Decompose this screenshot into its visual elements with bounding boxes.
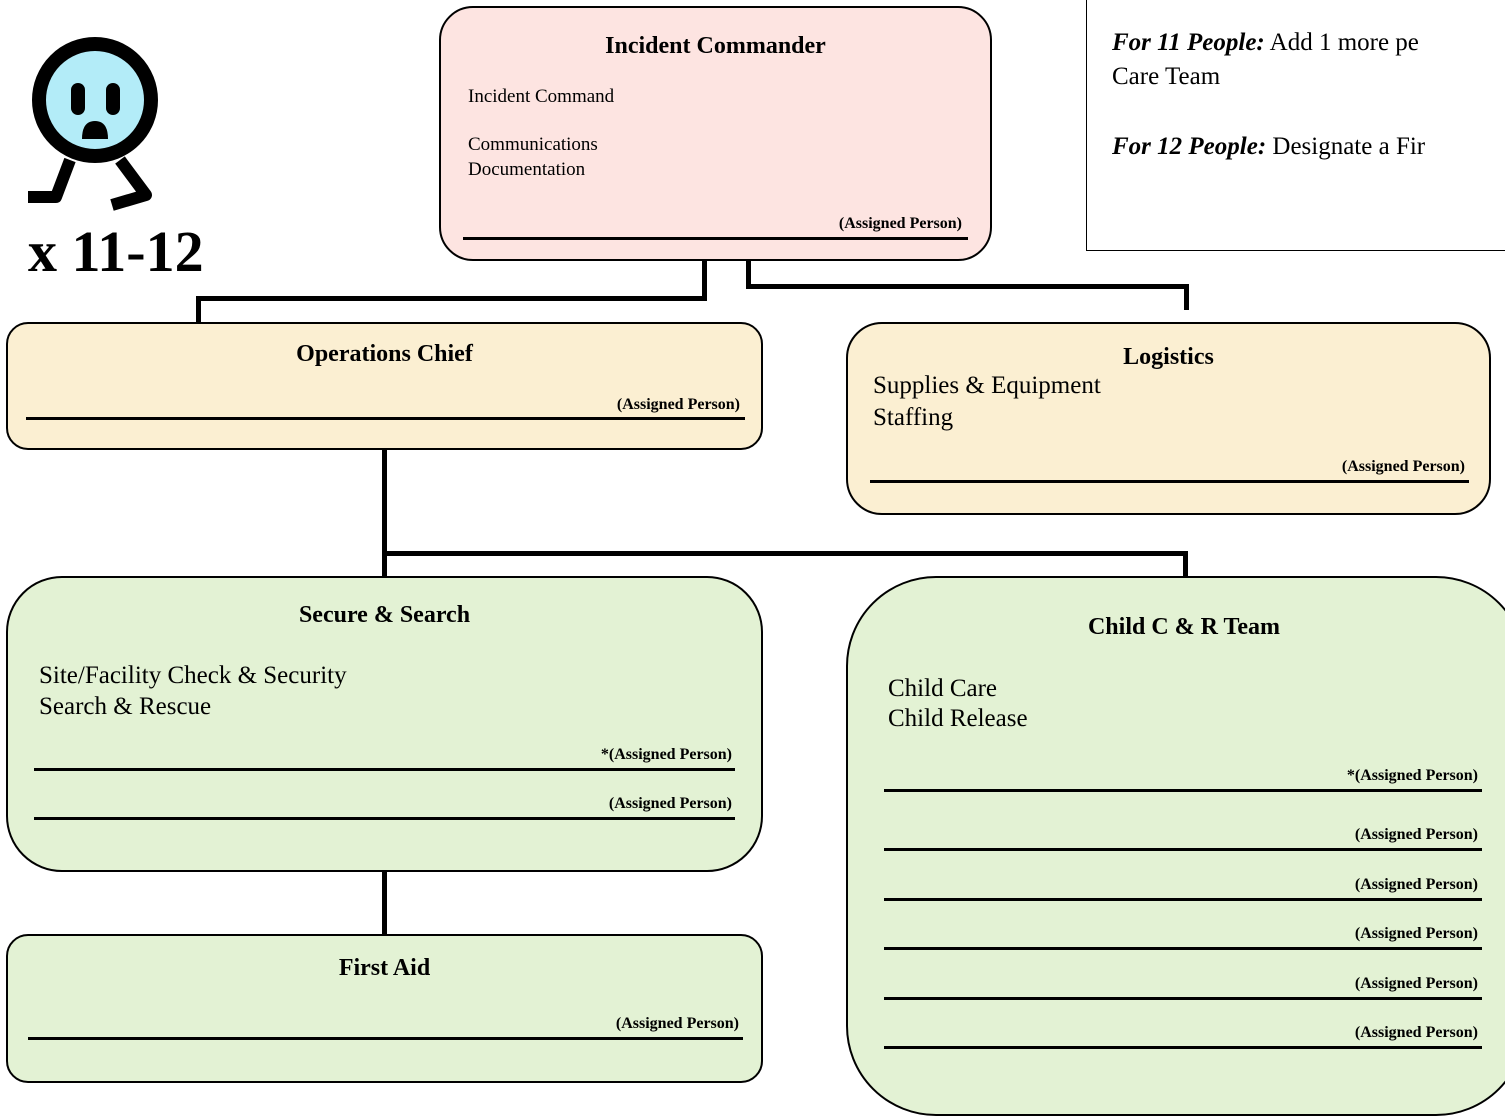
logistics-title: Logistics	[1123, 344, 1214, 370]
note-line-12: For 12 People: Designate a Fir	[1112, 133, 1426, 160]
assigned-person-label: (Assigned Person)	[838, 215, 962, 232]
connector	[746, 284, 1189, 289]
connector	[196, 296, 707, 301]
connector	[1184, 284, 1189, 310]
secure-search-title: Secure & Search	[298, 602, 471, 628]
assigned-person-line	[884, 997, 1482, 1000]
assigned-person-line	[884, 848, 1482, 851]
assigned-person-line	[26, 417, 745, 420]
incident-commander-title: Incident Commander	[605, 33, 826, 59]
assigned-person-label: (Assigned Person)	[1341, 458, 1465, 475]
connector	[196, 296, 201, 322]
assigned-person-label: (Assigned Person)	[1354, 876, 1478, 893]
child-team-box: Child C & R Team Child Care Child Releas…	[846, 576, 1505, 1116]
connector	[382, 551, 1188, 556]
assigned-person-label: (Assigned Person)	[1354, 975, 1478, 992]
staffing-note: For 11 People: Add 1 more pe Care Team F…	[1086, 0, 1505, 251]
assigned-person-line	[28, 1037, 743, 1040]
duty-staffing: Staffing	[873, 404, 954, 431]
assigned-person-line	[463, 237, 968, 240]
assigned-person-label: (Assigned Person)	[1354, 1024, 1478, 1041]
logistics-box: Logistics Supplies & Equipment Staffing …	[846, 322, 1491, 515]
assigned-person-line	[884, 789, 1482, 792]
assigned-person-line	[34, 768, 735, 771]
connector	[746, 258, 751, 289]
assigned-person-label: (Assigned Person)	[615, 1015, 739, 1032]
assigned-person-label: *(Assigned Person)	[1346, 767, 1478, 784]
assigned-person-line	[884, 1046, 1482, 1049]
note-line-11: For 11 People: Add 1 more pe	[1112, 29, 1419, 56]
people-count-label: x 11-12	[28, 219, 204, 284]
child-team-title: Child C & R Team	[1087, 614, 1281, 640]
assigned-person-label: (Assigned Person)	[1354, 826, 1478, 843]
duty-site-facility-check: Site/Facility Check & Security	[39, 662, 347, 689]
operations-chief-title: Operations Chief	[296, 341, 473, 367]
assigned-person-line	[884, 947, 1482, 950]
connector	[382, 871, 387, 935]
duty-communications: Communications	[468, 134, 598, 155]
assigned-person-line	[34, 817, 735, 820]
assigned-person-line	[870, 480, 1469, 483]
assigned-person-label: (Assigned Person)	[616, 396, 740, 413]
secure-search-box: Secure & Search Site/Facility Check & Se…	[6, 576, 763, 872]
assigned-person-label: *(Assigned Person)	[600, 746, 732, 763]
operations-chief-box: Operations Chief (Assigned Person)	[6, 322, 763, 450]
duty-supplies-equipment: Supplies & Equipment	[873, 372, 1101, 399]
duty-search-rescue: Search & Rescue	[39, 693, 212, 720]
assigned-person-label: (Assigned Person)	[1354, 925, 1478, 942]
duty-child-care: Child Care	[888, 675, 998, 702]
first-aid-title: First Aid	[338, 955, 431, 981]
connector	[1183, 551, 1188, 577]
outlet-face-icon	[28, 37, 158, 211]
connector	[382, 449, 387, 576]
first-aid-box: First Aid (Assigned Person)	[6, 934, 763, 1083]
note-line-11-cont: Care Team	[1112, 63, 1221, 90]
duty-incident-command: Incident Command	[468, 86, 615, 107]
connector	[702, 258, 707, 301]
assigned-person-line	[884, 898, 1482, 901]
incident-commander-box: Incident Commander Incident Command Comm…	[439, 6, 992, 261]
assigned-person-label: (Assigned Person)	[608, 795, 732, 812]
duty-child-release: Child Release	[888, 705, 1028, 732]
duty-documentation: Documentation	[468, 159, 586, 180]
